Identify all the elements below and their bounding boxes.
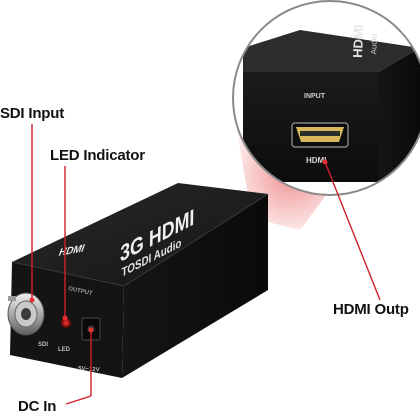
callout-sdi-input: SDI Input xyxy=(0,105,65,122)
callout-line-dc-elbow xyxy=(65,395,92,405)
inset-side-text: Audio xyxy=(369,33,379,54)
inset-side-logo: HDMI xyxy=(350,24,366,58)
inset-input-label: INPUT xyxy=(304,93,326,100)
callout-led-indicator: LED Indicator xyxy=(50,147,145,164)
led-indicator xyxy=(61,318,71,328)
callout-line-hdmi xyxy=(324,161,381,301)
device-hdmi-logo: HDMI xyxy=(57,243,87,259)
callout-dc-in: DC In xyxy=(18,398,57,415)
sdi-bnc-connector xyxy=(7,292,45,336)
sdi-port-label: SDI xyxy=(38,342,48,348)
callout-hdmi-output: HDMI Outp xyxy=(333,301,409,318)
output-label: OUTPUT xyxy=(68,286,94,297)
callout-lines xyxy=(31,124,381,405)
inset-port-label: HDMI xyxy=(306,156,326,165)
led-port-label: LED xyxy=(58,347,71,353)
converter-device: 3G HDMI TOSDI Audio HDMI OUTPUT SDI LED … xyxy=(7,183,269,378)
callout-dots xyxy=(29,159,328,333)
hdmi-output-inset: INPUT HDMI HDMI Audio xyxy=(232,0,420,196)
power-port-label: 5V~12V xyxy=(78,366,100,373)
